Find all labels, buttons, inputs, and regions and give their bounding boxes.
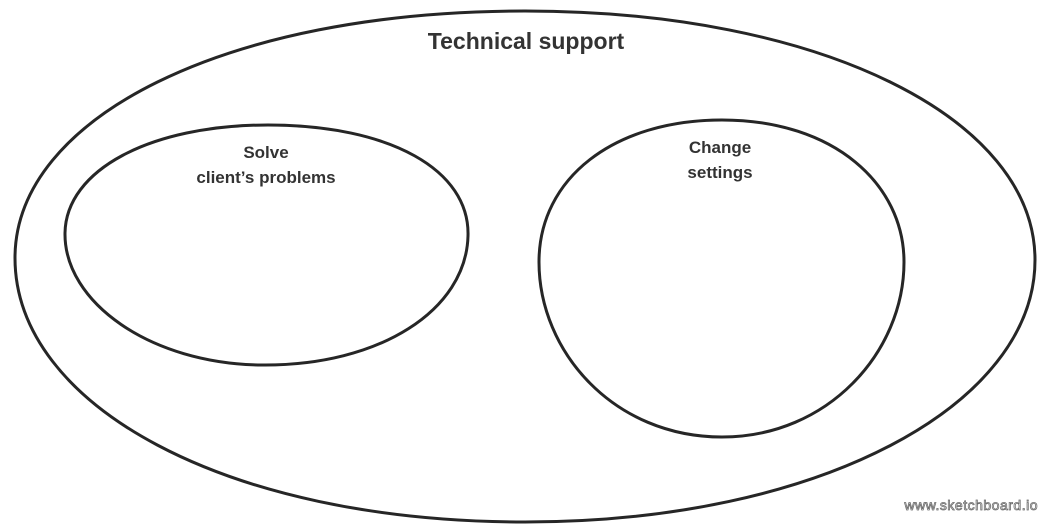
left-set-label-line-2: client’s problems	[196, 168, 336, 187]
watermark-text: www.sketchboard.io	[904, 497, 1038, 514]
inner-set-right-ellipse[interactable]	[537, 118, 906, 439]
right-set-label-line-1: Change	[688, 138, 752, 157]
left-set-label-line-1: Solve	[243, 143, 289, 162]
right-set-label-line-2: settings	[687, 163, 753, 182]
outer-set-ellipse[interactable]	[13, 9, 1037, 524]
outer-set-label: Technical support	[427, 28, 625, 54]
inner-set-left-ellipse[interactable]	[63, 123, 470, 367]
